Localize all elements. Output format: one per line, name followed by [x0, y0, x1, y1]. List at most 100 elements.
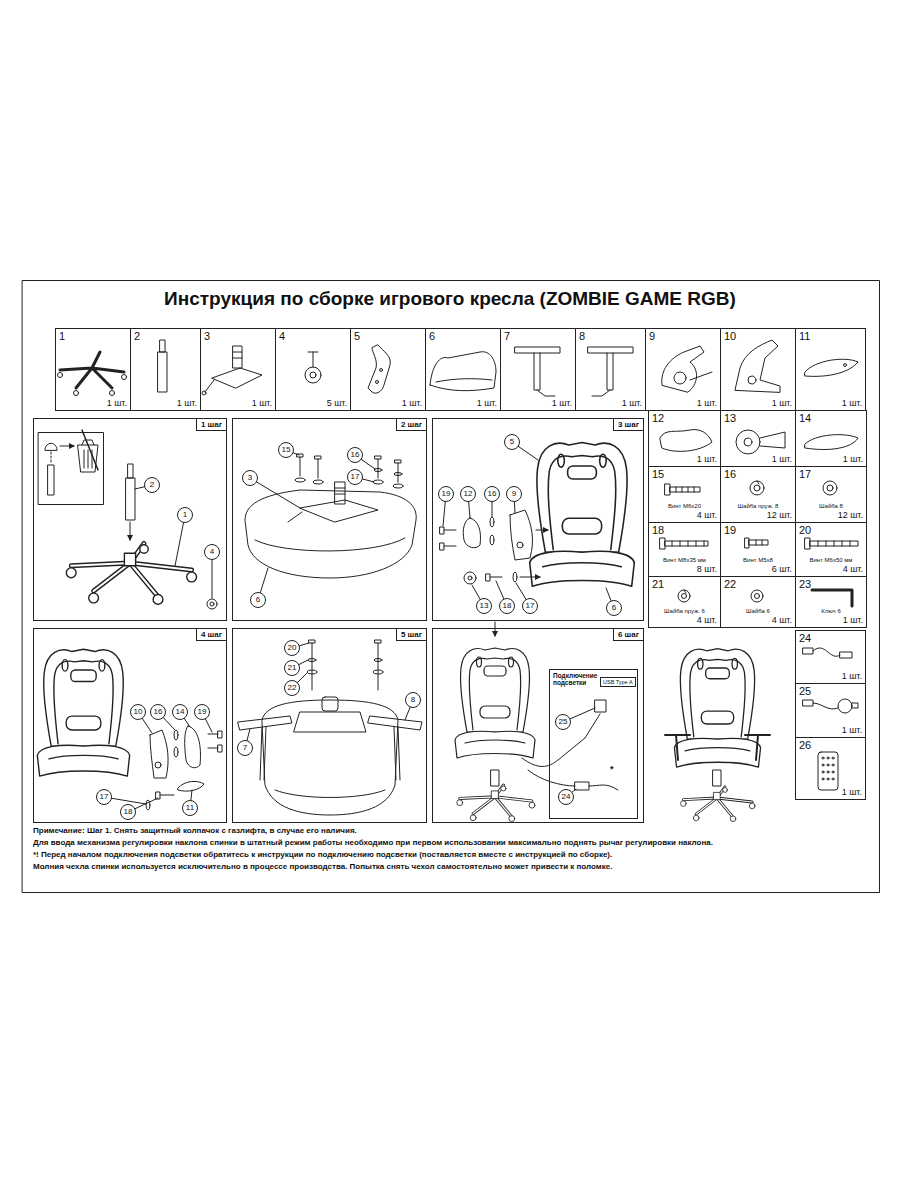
- hardware-drawings-part: [757, 481, 759, 484]
- part-number: 9: [649, 330, 655, 342]
- step6-drawing: [455, 622, 618, 822]
- part-box: 251 шт.: [795, 683, 866, 738]
- step1-drawing-part: [51, 452, 52, 462]
- callout-number: 14: [172, 704, 188, 720]
- note-text: Примечание: Шаг 1. Снять защитный колпач…: [33, 826, 878, 836]
- callout-number: 17: [96, 789, 112, 805]
- parts-row-drawings-part: [430, 352, 496, 391]
- parts-row-drawings-part: [748, 376, 756, 384]
- part-spec: Шайба 6: [723, 608, 793, 614]
- step5-drawing-part: [238, 716, 292, 780]
- hardware-drawings-part: [810, 541, 858, 546]
- quantity: 6 шт.: [772, 564, 792, 574]
- step6-drawing-part: [595, 700, 606, 712]
- parts-row-drawings-part: [805, 359, 858, 376]
- hardware-drawings-part: [852, 703, 858, 708]
- hardware-drawings-part: [678, 590, 690, 602]
- quantity: 5 шт.: [327, 398, 347, 408]
- step6-drawing-part: [575, 782, 589, 790]
- step-label: 1 шаг: [196, 419, 226, 431]
- parts-row-drawings-part: [305, 367, 321, 383]
- hardware-drawings-part: [822, 778, 824, 780]
- quantity: 1 шт.: [842, 725, 862, 735]
- parts-row-drawings-part: [122, 375, 127, 380]
- part-number: 15: [652, 468, 664, 480]
- part-number: 17: [799, 468, 811, 480]
- step3-drawing-part: [443, 442, 614, 608]
- hardware-drawings-part: [813, 703, 838, 709]
- footnote-mark: *: [609, 764, 615, 774]
- quantity: 1 шт.: [402, 398, 422, 408]
- step5-drawing-part: [307, 670, 317, 674]
- part-box: 91 шт.: [645, 328, 721, 411]
- hardware-drawings-part: [684, 590, 686, 593]
- part-box: 45 шт.: [275, 328, 351, 411]
- step2-drawing-part: [295, 478, 305, 482]
- part-number: 20: [799, 524, 811, 536]
- port-label: USB Type A: [600, 677, 636, 687]
- callout-number: 4: [204, 544, 220, 560]
- step4-drawing-part: [155, 762, 161, 768]
- part-number: 13: [724, 412, 736, 424]
- part-number: 3: [204, 330, 210, 342]
- callout-number: 5: [504, 434, 520, 450]
- step2-drawing-part: [313, 480, 323, 484]
- part-box: 71 шт.: [500, 328, 576, 411]
- step4-drawing-part: [174, 730, 178, 740]
- part-box: 81 шт.: [575, 328, 646, 411]
- step-panel: 2 шаг: [232, 418, 427, 621]
- step4-drawing-part: [208, 748, 218, 749]
- callout-number: 6: [606, 600, 622, 616]
- parts-row-drawings-part: [58, 373, 63, 378]
- step3-drawing-part: [517, 542, 523, 548]
- step6-drawing-part: [491, 770, 499, 786]
- step2-drawing-part: [335, 482, 345, 504]
- hardware-drawings-part: [812, 590, 852, 606]
- quantity: 1 шт.: [842, 671, 862, 681]
- parts-row-drawings-part: [202, 391, 206, 395]
- part-spec: Шайба пруж. 6: [651, 608, 718, 614]
- parts-row-drawings-part: [690, 372, 712, 380]
- hardware-drawings-part: [832, 771, 834, 773]
- step2-drawing-part: [245, 490, 416, 578]
- step3-drawing: [440, 442, 634, 608]
- quantity: 12 шт.: [767, 510, 792, 520]
- step6-drawing-part: [457, 785, 535, 822]
- step3-drawing-part: [520, 577, 540, 578]
- part-number: 1: [59, 330, 65, 342]
- hardware-drawings-part: [805, 435, 858, 450]
- part-number: 12: [652, 412, 664, 424]
- hardware-drawings-part: [736, 430, 760, 454]
- part-spec: Шайба пруж. 8: [723, 503, 793, 509]
- step5-drawing-part: [312, 643, 313, 690]
- note-text: Для ввода механизма регулировки наклона …: [33, 838, 878, 848]
- step4-drawing-part: [218, 731, 222, 738]
- part-box: 51 шт.: [350, 328, 426, 411]
- quantity: 1 шт.: [772, 398, 792, 408]
- step1-drawing-part: [60, 446, 74, 447]
- part-box: 23Ключ 61 шт.: [795, 576, 867, 628]
- parts-row-drawings-part: [308, 352, 318, 367]
- step4-drawing-part: [160, 795, 174, 796]
- hardware-drawings-part: [660, 430, 712, 452]
- inset-heading: Подключение подсветки: [553, 672, 599, 687]
- hardware-drawings-part: [751, 590, 763, 602]
- quantity: 1 шт.: [843, 615, 863, 625]
- part-box: 11 шт.: [55, 328, 131, 411]
- hardware-drawings-part: [832, 778, 834, 780]
- callout-number: 2: [144, 477, 160, 493]
- quantity: 8 шт.: [697, 564, 717, 574]
- step3-drawing-part: [444, 546, 456, 547]
- callout-number: 16: [484, 486, 500, 502]
- quantity: 1 шт.: [697, 454, 717, 464]
- part-box: 16Шайба пруж. 812 шт.: [720, 466, 796, 523]
- step6-drawing-part: [528, 770, 618, 790]
- part-box: 20Винт М6х50 мм4 шт.: [795, 522, 867, 577]
- part-number: 14: [799, 412, 811, 424]
- step3-drawing-part: [513, 572, 517, 582]
- note-text: *! Перед началом подключения подсветки о…: [33, 850, 878, 860]
- part-number: 18: [652, 524, 664, 536]
- step1-drawing-part: [48, 465, 54, 495]
- hardware-drawings-part: [823, 481, 837, 495]
